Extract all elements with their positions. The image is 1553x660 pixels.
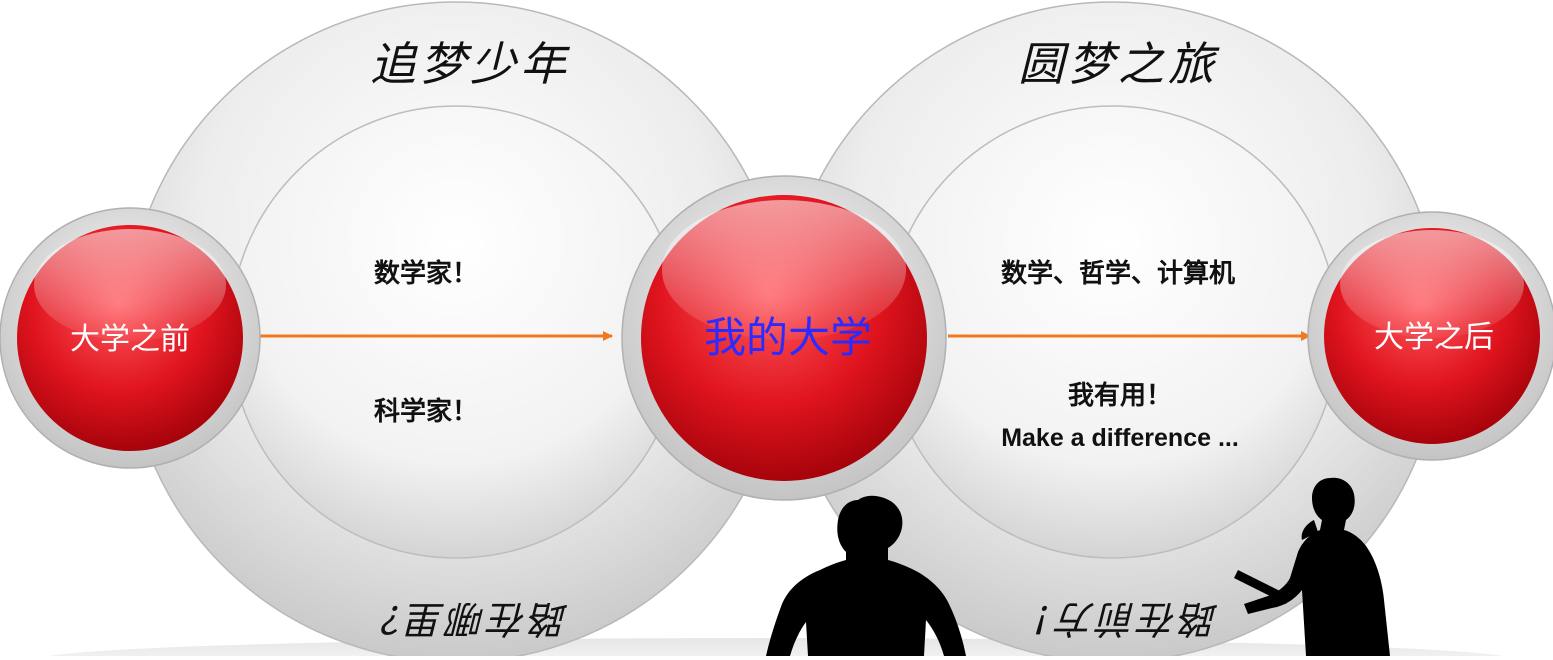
stage-left-item-2: 科学家！ — [374, 396, 478, 427]
person-left-body — [766, 495, 966, 656]
node-before-gloss — [34, 229, 226, 341]
stage-right-group — [781, 1, 1443, 660]
node-before-label: 大学之前 — [70, 322, 190, 357]
stage-left-question: 路在哪里？ — [363, 597, 568, 641]
node-after-label: 大学之后 — [1374, 320, 1494, 355]
stage-right-item-3: Make a difference ... — [1001, 424, 1239, 452]
stage-right-question-group: 路在前方！ — [1013, 597, 1218, 641]
stage-left-group — [125, 1, 787, 660]
stage-right-title: 圆梦之旅 — [1018, 37, 1220, 91]
person-right-paper — [1234, 570, 1290, 604]
person-right-hand-chin — [1301, 520, 1318, 540]
stage-right-question: 路在前方！ — [1013, 597, 1218, 641]
stage-right-item-2: 我有用！ — [1068, 381, 1172, 411]
stage-left-item-1: 数学家！ — [374, 258, 478, 289]
person-right-body — [1244, 477, 1390, 656]
node-after: 大学之后 — [1307, 211, 1553, 461]
node-mine-gloss — [662, 200, 906, 340]
stage-right-inner-ring — [885, 105, 1339, 559]
person-hands-on-hips-silhouette — [766, 495, 966, 656]
stage-left-inner-ring — [229, 105, 683, 559]
stage-left-title: 追梦少年 — [370, 37, 570, 91]
node-after-gloss — [1340, 230, 1524, 338]
node-mine-label: 我的大学 — [704, 313, 872, 362]
stage-right-item-1: 数学、哲学、计算机 — [1001, 258, 1235, 289]
node-mine: 我的大学 — [621, 175, 947, 501]
node-before: 大学之前 — [0, 207, 261, 469]
person-reading-silhouette — [1234, 477, 1390, 656]
stage-left-question-group: 路在哪里？ — [363, 597, 568, 641]
